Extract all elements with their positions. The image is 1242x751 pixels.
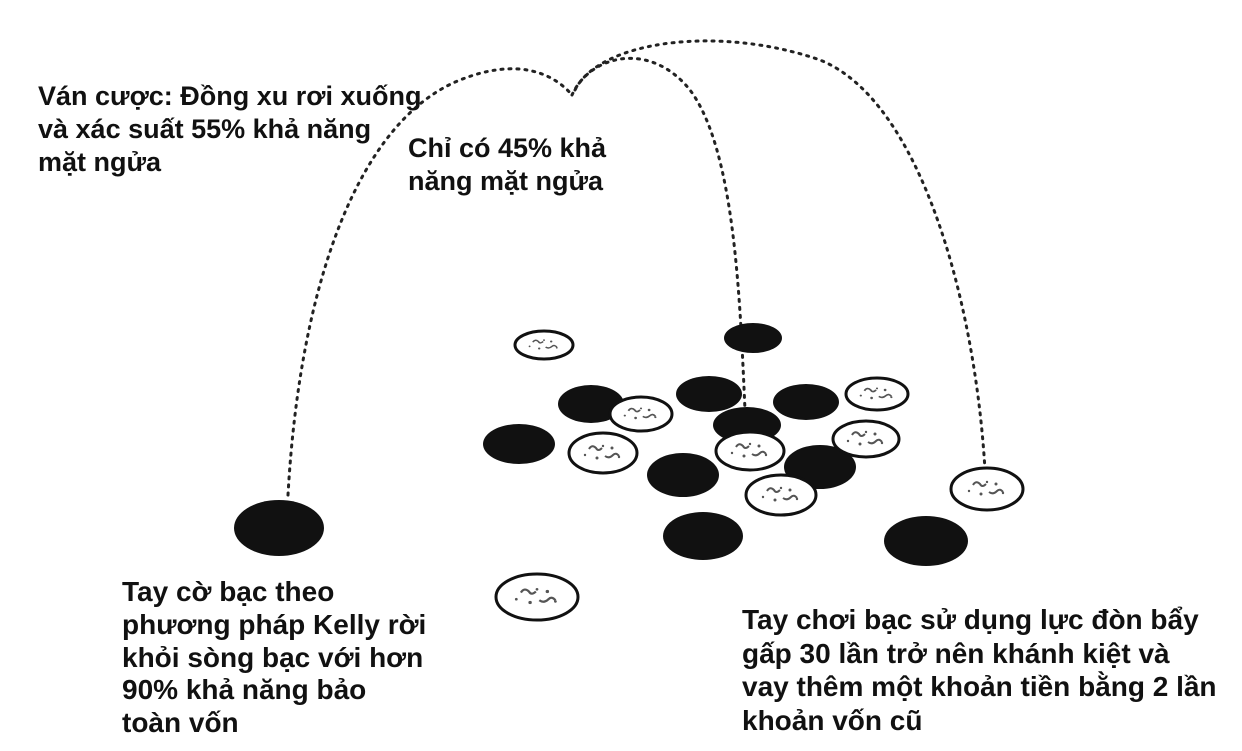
- bet-annotation: Ván cược: Đồng xu rơi xuống và xác suất …: [38, 80, 421, 179]
- white-coin: [494, 572, 580, 622]
- leveraged-gambler-line: khoản vốn cũ: [742, 704, 923, 736]
- kelly-gambler-annotation: Tay cờ bạc theo phương pháp Kelly rời kh…: [122, 576, 426, 740]
- kelly-gambler-line: toàn vốn: [122, 707, 239, 738]
- black-coin: [234, 500, 324, 556]
- kelly-gambler-line: phương pháp Kelly rời: [122, 608, 427, 640]
- leveraged-gambler-line: Tay chơi bạc sử dụng lực đòn bẩy: [742, 604, 1199, 635]
- white-coin: [567, 431, 639, 475]
- white-coin: [714, 430, 786, 472]
- black-coin: [558, 385, 624, 423]
- white-coin: [513, 329, 575, 361]
- tails-odds-line: năng mặt ngửa: [408, 165, 604, 196]
- trajectory-left-arc: [286, 67, 574, 497]
- tails-odds-annotation: Chỉ có 45% khả năng mặt ngửa: [408, 132, 606, 198]
- bet-annotation-line: Ván cược: Đồng xu rơi xuống: [38, 81, 422, 111]
- tails-odds-line: Chỉ có 45% khả: [408, 133, 607, 163]
- white-coin: [608, 395, 674, 433]
- leveraged-gambler-line: gấp 30 lần trở nên khánh kiệt và: [742, 637, 1170, 669]
- black-coin: [773, 384, 839, 420]
- white-coin: [831, 419, 901, 459]
- black-coin: [663, 512, 743, 560]
- kelly-gambler-line: khỏi sòng bạc với hơn: [122, 641, 424, 673]
- trajectory-right-arc: [573, 39, 987, 472]
- black-coin: [483, 424, 555, 464]
- kelly-gambler-line: Tay cờ bạc theo: [122, 576, 335, 607]
- bet-annotation-line: và xác suất 55% khả năng: [38, 113, 372, 144]
- black-coin: [884, 516, 968, 566]
- bet-annotation-line: mặt ngửa: [38, 146, 162, 177]
- kelly-gambler-line: 90% khả năng bảo: [122, 674, 367, 706]
- black-coin: [676, 376, 742, 412]
- black-coin: [724, 323, 782, 353]
- white-coin: [844, 376, 910, 412]
- black-coin: [647, 453, 719, 497]
- leveraged-gambler-annotation: Tay chơi bạc sử dụng lực đòn bẩy gấp 30 …: [742, 603, 1217, 737]
- leveraged-gambler-line: vay thêm một khoản tiền bằng 2 lần: [742, 671, 1217, 703]
- white-coin: [744, 473, 818, 517]
- trajectory-middle-arc: [570, 56, 747, 412]
- white-coin: [949, 466, 1025, 512]
